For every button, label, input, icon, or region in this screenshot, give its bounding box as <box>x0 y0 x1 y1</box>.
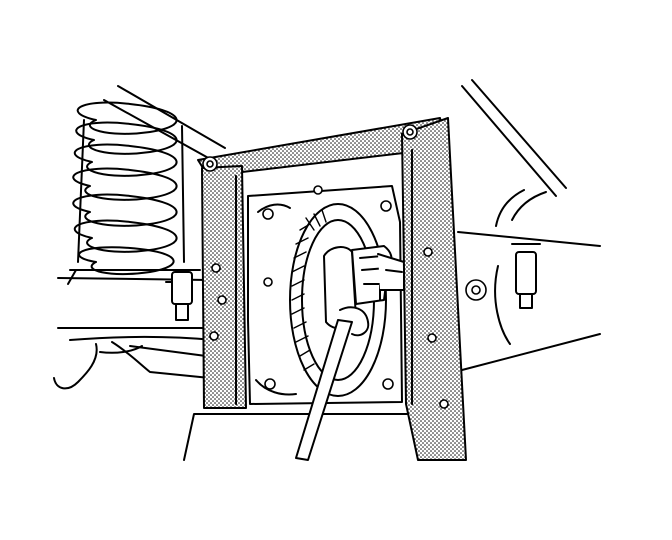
brake-line-fitting-left <box>165 271 193 321</box>
axle-housing-right <box>457 79 601 371</box>
pry-bar-tool <box>295 306 370 461</box>
differential-case <box>323 245 405 330</box>
vent-fitting-right <box>511 243 541 309</box>
lower-control-arm <box>53 327 215 390</box>
holding-fixture-frame <box>197 117 467 461</box>
coil-spring <box>72 101 185 276</box>
housing-bolt-right <box>465 279 487 301</box>
